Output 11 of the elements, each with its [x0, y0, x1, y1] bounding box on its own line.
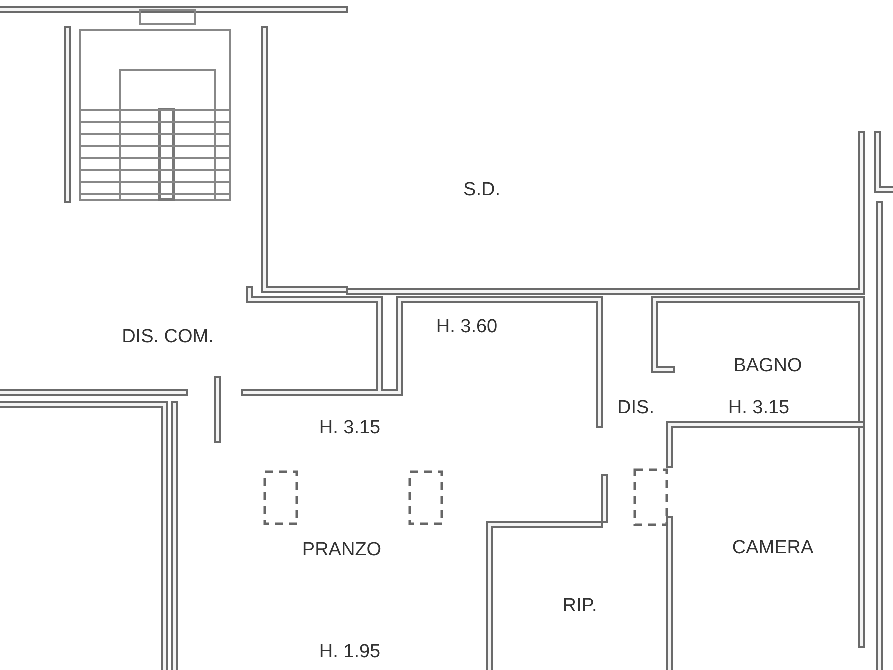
room-label: S.D.	[464, 180, 500, 200]
room-label: H. 3.60	[436, 318, 498, 336]
room-label: H. 3.15	[728, 398, 790, 418]
room-label: BAGNO	[734, 356, 802, 376]
room-label: PRANZO	[302, 540, 382, 560]
room-label: H. 3.15	[319, 418, 381, 438]
room-label: RIP.	[562, 596, 598, 616]
room-label: DIS. COM.	[122, 328, 214, 346]
room-label: H. 1.95	[319, 642, 381, 662]
room-label: CAMERA	[732, 538, 814, 558]
room-label: DIS.	[618, 398, 654, 418]
